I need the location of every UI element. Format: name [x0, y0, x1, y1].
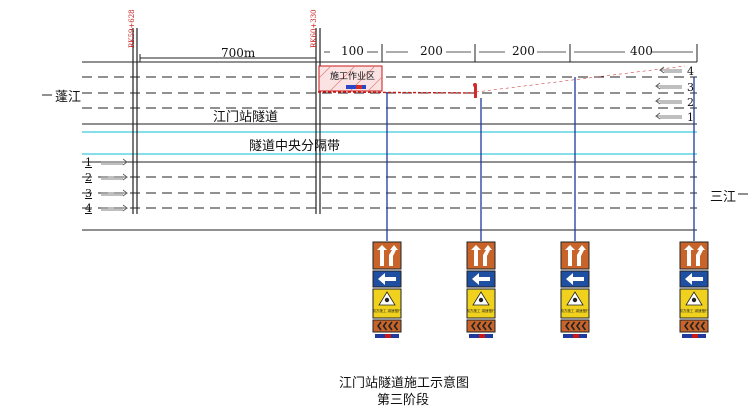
tunnel-portal-right	[315, 28, 321, 214]
stake-label-right: RK60+330	[310, 9, 318, 48]
bottom-lane-arrows	[101, 158, 129, 212]
sign-assembly: 前方施工 减速慢行	[372, 241, 402, 338]
lane-merge-sign	[372, 241, 402, 270]
warning-sign-text: 前方施工 减速慢行	[679, 308, 709, 313]
top-lane-2: 2	[687, 96, 694, 109]
warning-sign-text: 前方施工 减速慢行	[466, 308, 496, 313]
distance-700m: 700m	[221, 46, 256, 60]
top-lane-1: 1	[687, 111, 694, 124]
tunnel-portal-left	[132, 28, 138, 214]
top-lane-arrows	[654, 66, 682, 120]
diagram-subtitle: 第三阶段	[377, 393, 430, 408]
west-place-label: 蓬江	[55, 90, 82, 105]
warning-sign-text: 前方施工 减速慢行	[372, 308, 402, 313]
sign-assembly: 前方施工 减速慢行	[560, 241, 590, 338]
top-lane-4: 4	[687, 65, 694, 78]
cone-taper	[317, 91, 477, 94]
distance-100: 100	[341, 44, 364, 58]
bottom-lane-1: 1	[85, 156, 92, 169]
sign-assembly: 前方施工 减速慢行	[466, 241, 496, 338]
distance-200-second: 200	[512, 44, 535, 58]
bottom-lane-markings	[82, 176, 697, 209]
tunnel-name-label: 江门站隧道	[213, 110, 279, 125]
sign-post-lines	[386, 77, 695, 241]
stake-label-left: RK59+628	[128, 9, 136, 48]
diagram-title: 江门站隧道施工示意图	[339, 376, 470, 391]
work-zone-label: 施工作业区	[330, 72, 376, 82]
lane-merge-sign	[466, 241, 496, 270]
lane-merge-sign	[560, 241, 590, 270]
bottom-lane-2: 2	[85, 171, 92, 184]
top-lane-3: 3	[687, 81, 694, 94]
median-label: 隧道中央分隔带	[249, 139, 341, 154]
sign-assembly: 前方施工 减速慢行	[679, 241, 709, 338]
lane-merge-sign	[679, 241, 709, 270]
bottom-lane-3: 3	[85, 187, 92, 200]
cone-barrier-mid	[474, 86, 477, 98]
bottom-lane-4: 4	[85, 202, 92, 215]
distance-200-first: 200	[420, 44, 443, 58]
distance-400: 400	[630, 44, 653, 58]
east-place-label: 三江	[710, 190, 737, 205]
warning-sign-text: 前方施工 减速慢行	[560, 308, 590, 313]
